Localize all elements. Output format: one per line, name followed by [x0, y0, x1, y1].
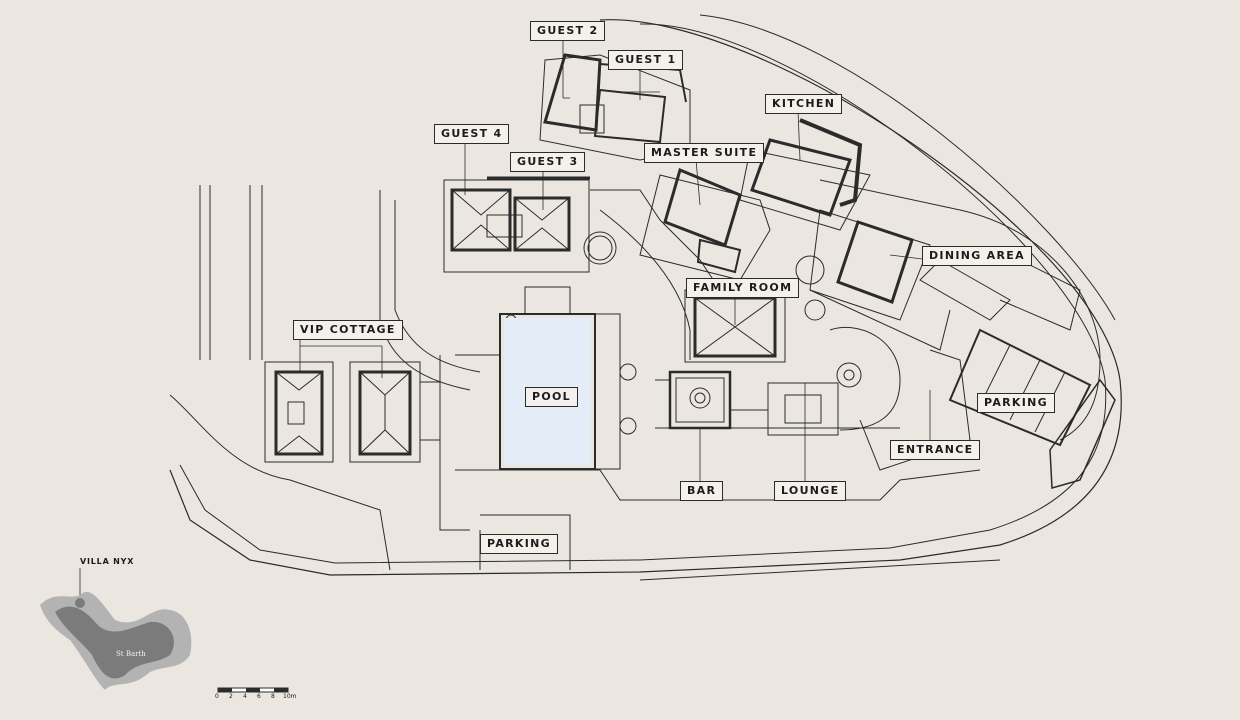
label-vip-cottage: VIP COTTAGE [293, 320, 403, 340]
scale-tick-6: 6 [257, 693, 261, 700]
label-guest-3: GUEST 3 [510, 152, 586, 172]
scale-tick-2: 2 [229, 693, 233, 700]
scale-tick-8: 8 [271, 693, 275, 700]
label-family-room: FAMILY ROOM [686, 278, 800, 298]
scale-tick-10m: 10m [283, 693, 297, 700]
locator-island-name: St Barth [116, 650, 146, 658]
locator-villa-name: VILLA NYX [80, 557, 135, 566]
label-entrance: ENTRANCE [890, 440, 981, 460]
label-master-suite: MASTER SUITE [644, 143, 765, 163]
label-parking-east: PARKING [977, 393, 1055, 413]
scale-tick-0: 0 [215, 693, 219, 700]
label-guest-2: GUEST 2 [530, 21, 606, 41]
label-guest-1: GUEST 1 [608, 50, 684, 70]
label-guest-4: GUEST 4 [434, 124, 510, 144]
label-bar: BAR [680, 481, 724, 501]
locator-map [40, 591, 192, 690]
label-parking-south: PARKING [480, 534, 558, 554]
scale-bar [217, 687, 289, 693]
label-pool: POOL [525, 387, 578, 407]
label-kitchen: KITCHEN [765, 94, 843, 114]
label-dining-area: DINING AREA [922, 246, 1032, 266]
label-lounge: LOUNGE [774, 481, 847, 501]
scale-tick-4: 4 [243, 693, 247, 700]
